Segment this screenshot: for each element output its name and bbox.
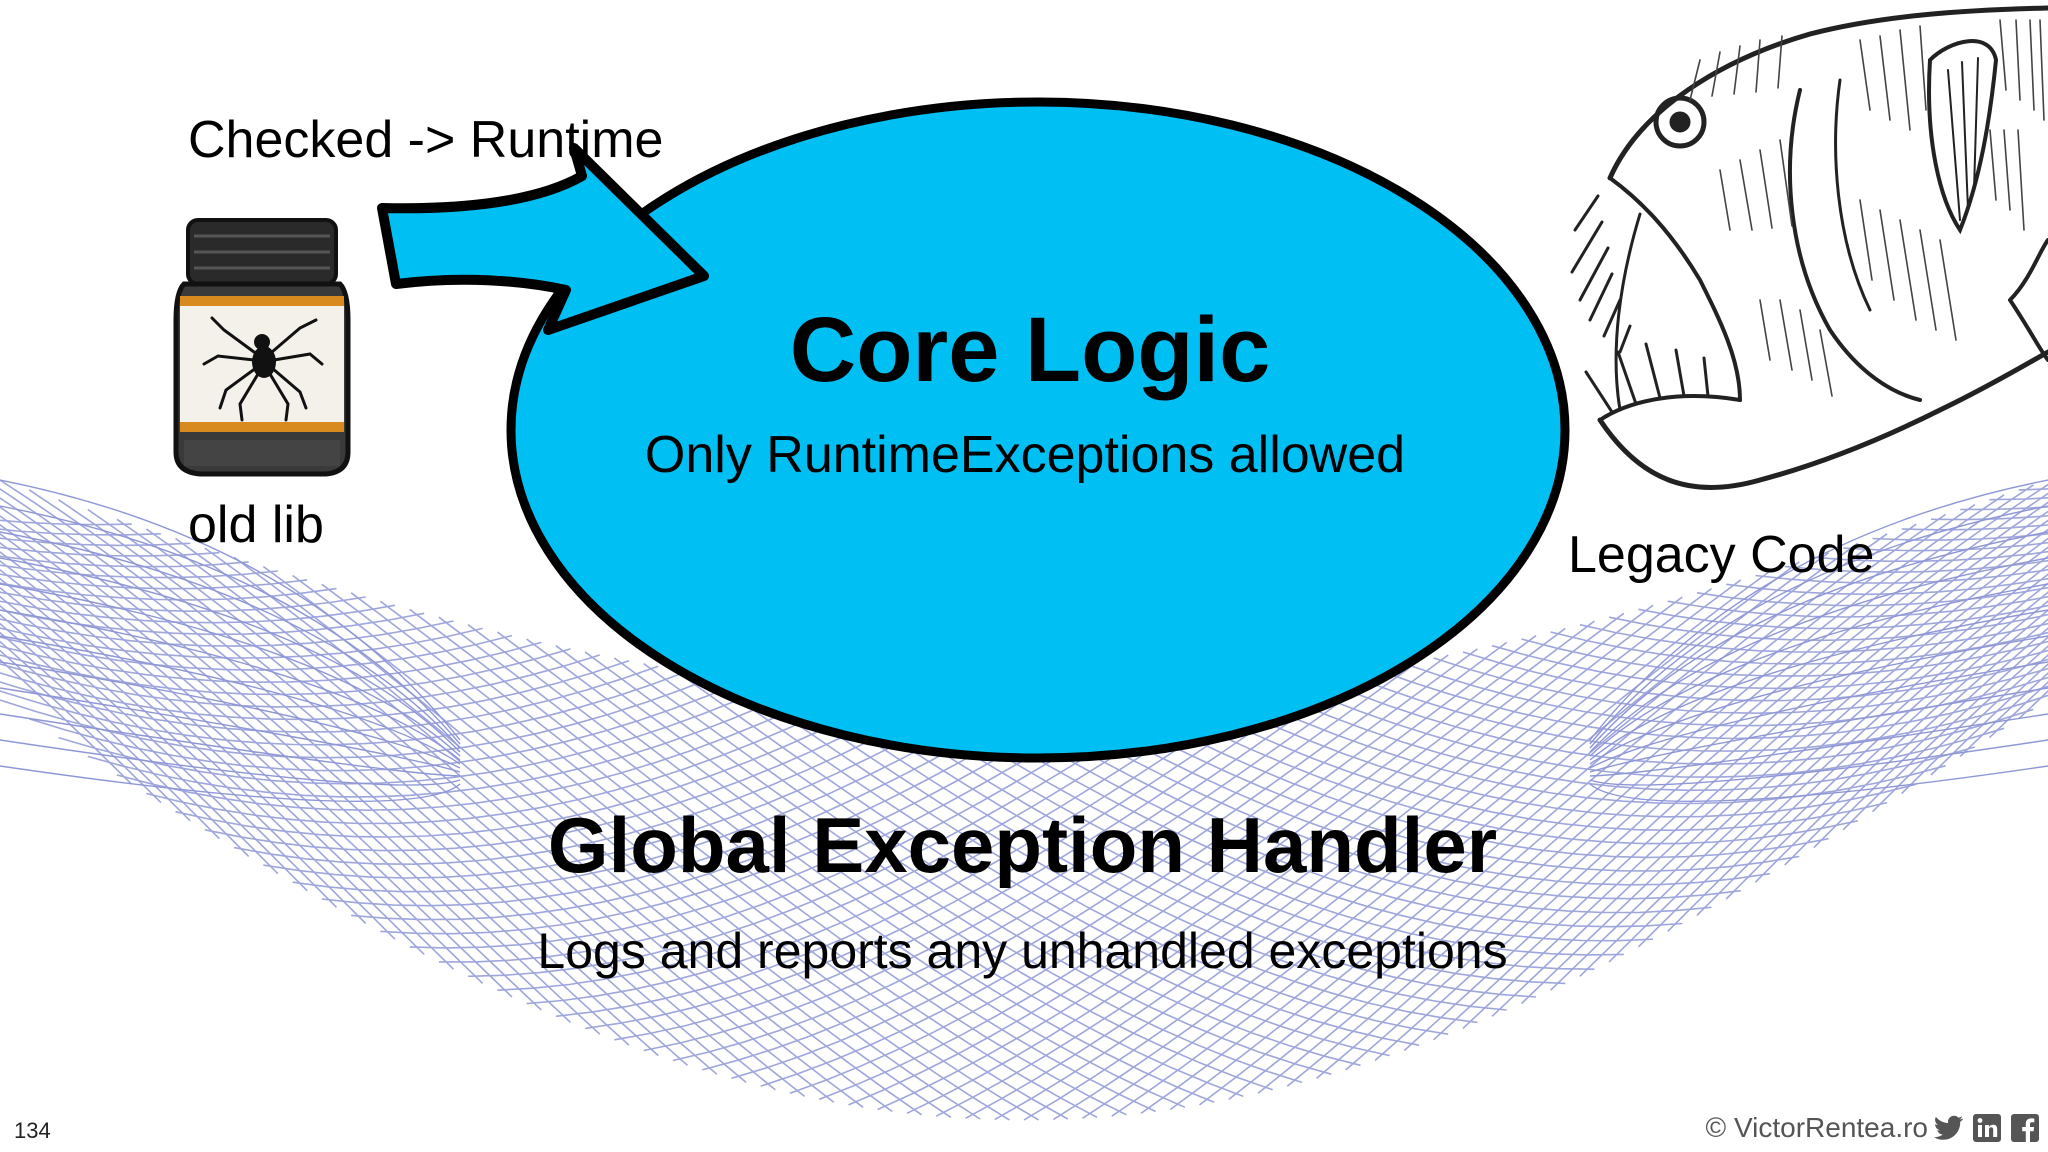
arrow-label: Checked -> Runtime: [188, 111, 664, 169]
jar-label: old lib: [188, 496, 324, 554]
core-logic-subtitle: Only RuntimeExceptions allowed: [644, 426, 1406, 484]
fish-label: Legacy Code: [1568, 526, 1875, 584]
copyright-text: © VictorRentea.ro: [1705, 1112, 1928, 1143]
arrow-icon: [377, 143, 709, 335]
twitter-icon[interactable]: [1934, 1113, 1964, 1143]
fish-sketch-icon: [1570, 5, 2048, 490]
facebook-icon[interactable]: [2010, 1113, 2040, 1143]
footer: © VictorRentea.ro: [1706, 1108, 2048, 1148]
spider-jar-icon: [173, 218, 351, 477]
core-logic-ellipse: [506, 97, 1570, 763]
handler-title: Global Exception Handler: [547, 801, 1498, 889]
handler-subtitle: Logs and reports any unhandled exception…: [537, 923, 1508, 979]
page-number: 134: [14, 1118, 51, 1143]
core-logic-title: Core Logic: [789, 299, 1271, 401]
linkedin-icon[interactable]: [1972, 1113, 2002, 1143]
